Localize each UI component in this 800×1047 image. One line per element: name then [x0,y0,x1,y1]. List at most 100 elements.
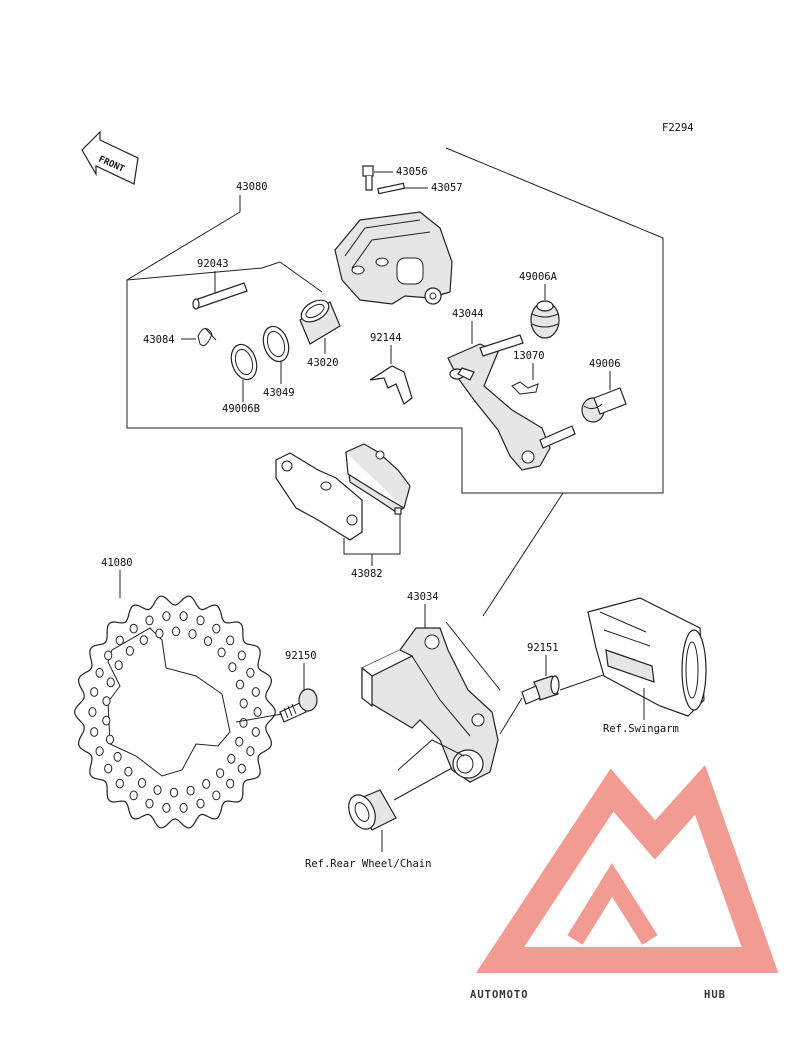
disc-drill-hole [95,667,104,678]
disc-drill-hole [145,615,154,626]
disc-drill-hole [228,662,237,673]
part-label-43044: 43044 [452,308,484,320]
pin-boot-a [530,300,560,339]
disc-drill-hole [114,660,123,671]
part-label-43056: 43056 [396,166,428,178]
disc-drill-hole [203,636,213,646]
part-label-92150: 92150 [285,650,317,662]
disc-drill-hole [153,785,162,795]
disc-drill-hole [90,727,99,737]
disc-drill-hole [124,766,133,777]
bracket-stopper-bolt [521,675,560,705]
disc-drill-hole [102,715,111,726]
brake-pad-front [345,443,411,515]
bleeder-cap [377,182,406,195]
disc-drill-hole [246,746,255,757]
disc-drill-hole [137,778,147,788]
disc-drill-hole [235,736,244,747]
part-label-49006B: 49006B [222,403,260,415]
swingarm-ref-label: Ref.Swingarm [603,723,679,735]
front-arrow-icon: FRONT [81,130,139,185]
disc-drill-hole [186,785,195,796]
part-label-43082: 43082 [351,568,383,580]
pad-spring [369,365,413,405]
disc-drill-hole [113,751,122,762]
disc-drill-hole [251,727,260,737]
disc-drill-hole [145,798,154,809]
logo-text-automoto: AUTOMOTO [470,989,529,1001]
disc-drill-hole [105,734,115,745]
caliper-piston [299,299,341,345]
disc-drill-hole [216,768,225,778]
disc-drill-hole [106,677,115,688]
disc-drill-hole [129,623,138,634]
part-label-92151: 92151 [527,642,559,654]
disc-drill-hole [139,635,148,645]
disc-drill-hole [179,611,188,622]
bleeder-valve [362,165,374,191]
part-label-92144: 92144 [370,332,402,344]
disc-drill-hole [196,798,205,809]
disc-drill-hole [88,707,97,717]
disc-drill-hole [162,611,171,622]
pin-boot-bolt [581,387,627,423]
pad-shim [511,381,539,395]
piston-seal [262,325,290,363]
disc-drill-hole [169,787,179,798]
caliper-body [334,211,453,305]
disc-drill-hole [235,679,245,690]
disc-drill-hole [202,779,211,789]
caliper-pin [192,282,248,310]
disc-mounting-bolt [279,688,318,723]
caliper-bracket [447,334,576,471]
brake-pad-rear [275,452,363,541]
part-label-92043: 92043 [197,258,229,270]
disc-drill-hole [155,628,164,639]
part-label-43057: 43057 [431,182,463,194]
part-label-43049: 43049 [263,387,295,399]
disc-drill-hole [226,778,235,789]
part-label-43034: 43034 [407,591,439,603]
disc-drill-hole [239,698,248,709]
disc-drill-hole [212,790,221,801]
dust-seal-ring [230,343,258,381]
disc-drill-hole [179,802,188,813]
automotohub-logo: AUTOMOTO HUB [470,765,779,1001]
disc-drill-hole [90,687,99,697]
brake-disc [74,595,276,829]
disc-drill-hole [246,667,255,678]
disc-drill-hole [104,650,113,661]
disc-drill-hole [217,647,226,658]
part-label-49006A: 49006A [519,271,558,283]
caliper-assembly-outline [126,147,664,494]
caliper-mount-bracket [361,627,499,783]
part-label-43020: 43020 [307,357,339,369]
disc-drill-hole [115,778,124,789]
disc-drill-hole [102,696,111,706]
swingarm-reference [587,597,707,717]
diagram-code: F2294 [662,122,694,134]
disc-drill-hole [196,615,205,626]
disc-drill-hole [251,687,260,697]
disc-drill-hole [162,802,171,813]
disc-drill-hole [237,650,246,661]
part-label-43080: 43080 [236,181,268,193]
wheel-collar [348,789,397,831]
disc-drill-hole [104,763,113,774]
logo-text-hub: HUB [704,989,726,1001]
disc-drill-hole [212,623,221,634]
part-label-41080: 41080 [101,557,133,569]
rear-wheel-ref-label: Ref.Rear Wheel/Chain [305,858,431,870]
disc-drill-hole [253,707,262,717]
disc-drill-hole [237,763,246,774]
retaining-clip [197,327,217,347]
disc-drill-hole [115,635,124,646]
disc-drill-hole [226,635,235,646]
part-label-49006: 49006 [589,358,621,370]
disc-drill-hole [171,626,181,637]
part-label-13070: 13070 [513,350,545,362]
disc-drill-hole [125,646,134,656]
disc-drill-hole [129,790,138,801]
disc-drill-hole [188,629,197,639]
